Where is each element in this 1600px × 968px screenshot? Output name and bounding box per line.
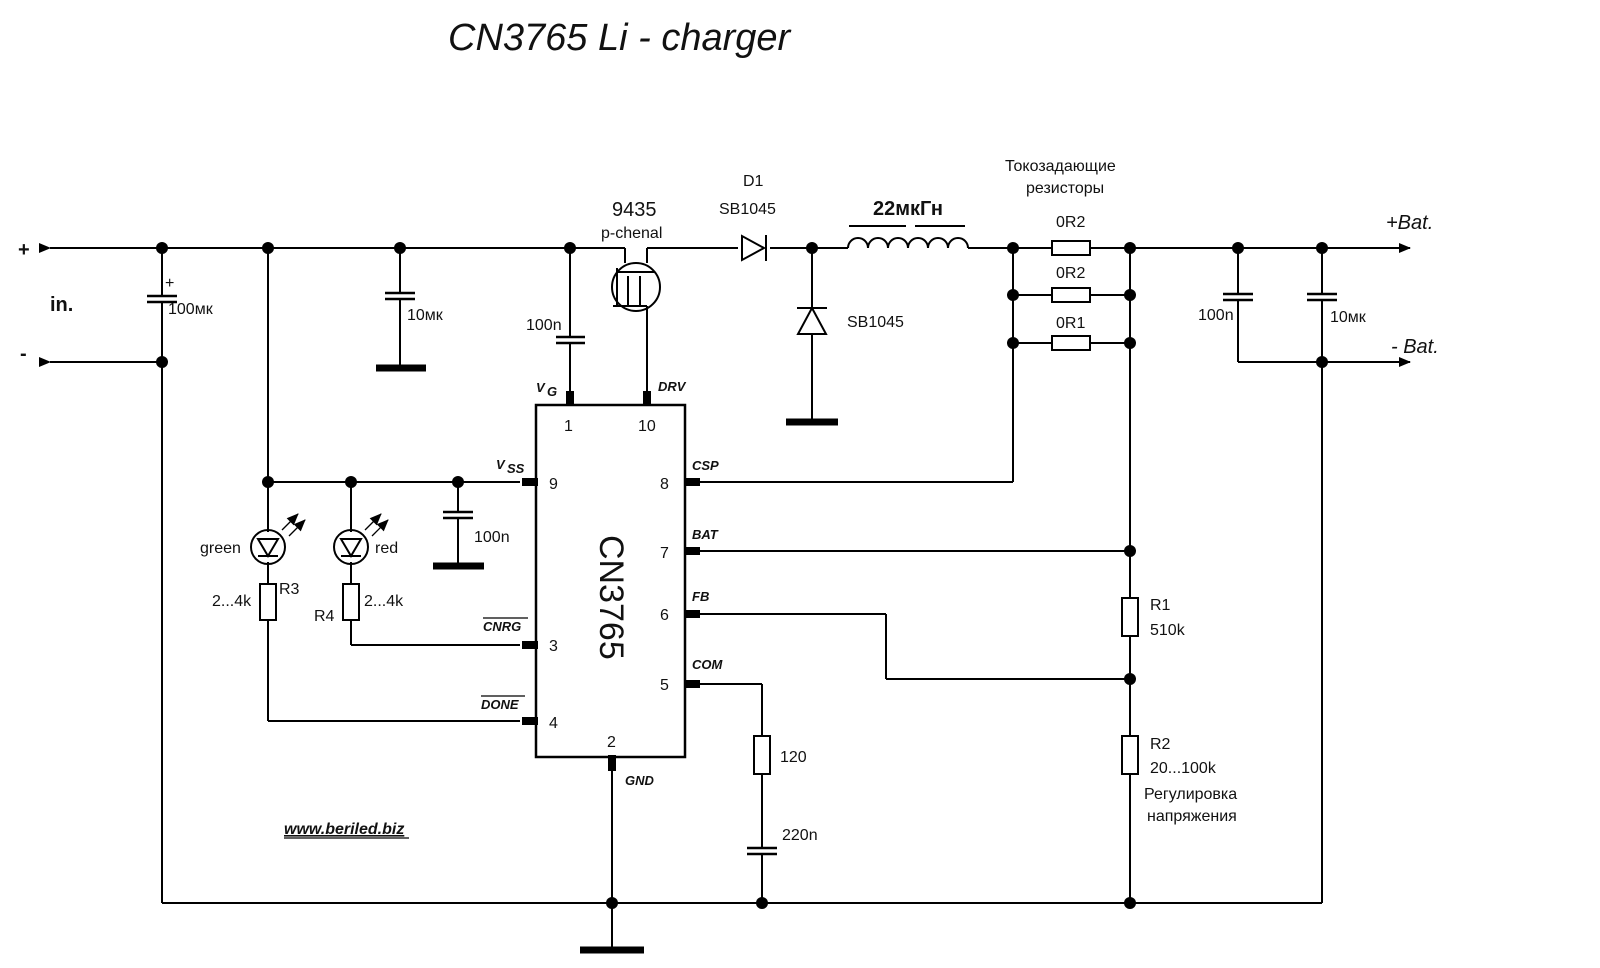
svg-text:0R2: 0R2 bbox=[1056, 265, 1085, 282]
svg-text:G: G bbox=[547, 384, 557, 399]
capacitors: + 100мк 10мк 100n 100n 100n 10мк 220n bbox=[147, 275, 1367, 856]
inductor: 22мкГн bbox=[847, 198, 969, 249]
svg-text:10: 10 bbox=[638, 418, 656, 435]
svg-text:FB: FB bbox=[692, 589, 709, 604]
p-channel-mosfet: 9435 p-chenal bbox=[599, 199, 668, 320]
svg-text:DONE: DONE bbox=[481, 697, 519, 712]
svg-text:10мк: 10мк bbox=[1330, 309, 1367, 326]
sense-note-line2: резисторы bbox=[1026, 180, 1104, 197]
svg-text:R1: R1 bbox=[1150, 597, 1171, 614]
svg-text:red: red bbox=[375, 540, 398, 557]
led-red: red bbox=[333, 513, 398, 565]
svg-text:V: V bbox=[536, 380, 546, 395]
svg-text:COM: COM bbox=[692, 657, 724, 672]
svg-text:CSP: CSP bbox=[692, 458, 719, 473]
svg-text:100мк: 100мк bbox=[168, 301, 214, 318]
svg-text:0R2: 0R2 bbox=[1056, 214, 1085, 231]
svg-text:+: + bbox=[165, 275, 174, 292]
input-label: in. bbox=[50, 294, 73, 316]
svg-text:20...100k: 20...100k bbox=[1150, 760, 1217, 777]
battery-minus-label: - Bat. bbox=[1391, 336, 1439, 358]
input-minus-label: - bbox=[20, 343, 27, 365]
svg-text:0R1: 0R1 bbox=[1056, 315, 1085, 332]
junction-dots bbox=[156, 242, 1328, 909]
resistors: 0R2 0R2 0R1 R3 2...4k R4 2...4k 120 R1 5… bbox=[212, 214, 1217, 777]
schottky-diode-d1: D1 SB1045 bbox=[719, 173, 776, 262]
svg-text:9435: 9435 bbox=[612, 199, 657, 221]
sense-note-line1: Токозадающие bbox=[1005, 158, 1116, 175]
svg-text:SB1045: SB1045 bbox=[847, 314, 904, 331]
svg-text:2: 2 bbox=[607, 734, 616, 751]
website-link[interactable]: www.beriled.biz bbox=[284, 821, 404, 838]
page-title: CN3765 Li - charger bbox=[448, 17, 792, 59]
led-green: green bbox=[200, 513, 306, 565]
svg-text:6: 6 bbox=[660, 607, 669, 624]
svg-text:GND: GND bbox=[625, 773, 655, 788]
svg-text:120: 120 bbox=[780, 749, 807, 766]
svg-text:R3: R3 bbox=[279, 581, 300, 598]
svg-text:R2: R2 bbox=[1150, 736, 1171, 753]
svg-text:CNRG: CNRG bbox=[483, 619, 521, 634]
svg-text:SB1045: SB1045 bbox=[719, 201, 776, 218]
svg-text:9: 9 bbox=[549, 476, 558, 493]
svg-text:220n: 220n bbox=[782, 827, 818, 844]
svg-text:510k: 510k bbox=[1150, 622, 1186, 639]
svg-text:2...4k: 2...4k bbox=[212, 593, 252, 610]
ground-symbols bbox=[376, 364, 838, 954]
svg-text:22мкГн: 22мкГн bbox=[873, 198, 943, 220]
wires bbox=[39, 243, 1411, 948]
svg-text:2...4k: 2...4k bbox=[364, 593, 404, 610]
svg-text:100n: 100n bbox=[474, 529, 510, 546]
svg-text:green: green bbox=[200, 540, 241, 557]
svg-text:p-chenal: p-chenal bbox=[601, 225, 662, 242]
svg-text:D1: D1 bbox=[743, 173, 764, 190]
adjust-note-line2: напряжения bbox=[1147, 808, 1237, 825]
battery-plus-label: +Bat. bbox=[1386, 212, 1433, 234]
svg-text:1: 1 bbox=[564, 418, 573, 435]
svg-text:V: V bbox=[496, 457, 506, 472]
input-plus-label: + bbox=[18, 239, 30, 261]
adjust-note-line1: Регулировка bbox=[1144, 786, 1237, 803]
svg-text:3: 3 bbox=[549, 638, 558, 655]
svg-text:SS: SS bbox=[507, 461, 525, 476]
svg-text:BAT: BAT bbox=[692, 527, 719, 542]
svg-text:5: 5 bbox=[660, 677, 669, 694]
svg-text:R4: R4 bbox=[314, 608, 335, 625]
svg-text:100n: 100n bbox=[526, 317, 562, 334]
svg-text:8: 8 bbox=[660, 476, 669, 493]
chip-name: CN3765 bbox=[592, 535, 630, 660]
svg-text:4: 4 bbox=[549, 715, 558, 732]
svg-text:7: 7 bbox=[660, 545, 669, 562]
freewheel-diode: SB1045 bbox=[796, 305, 904, 335]
svg-text:10мк: 10мк bbox=[407, 307, 444, 324]
cn3765-chip: CN3765 1 10 9 3 4 8 7 6 5 2 V G DRV V SS… bbox=[481, 379, 724, 788]
svg-text:100n: 100n bbox=[1198, 307, 1234, 324]
svg-text:DRV: DRV bbox=[658, 379, 687, 394]
